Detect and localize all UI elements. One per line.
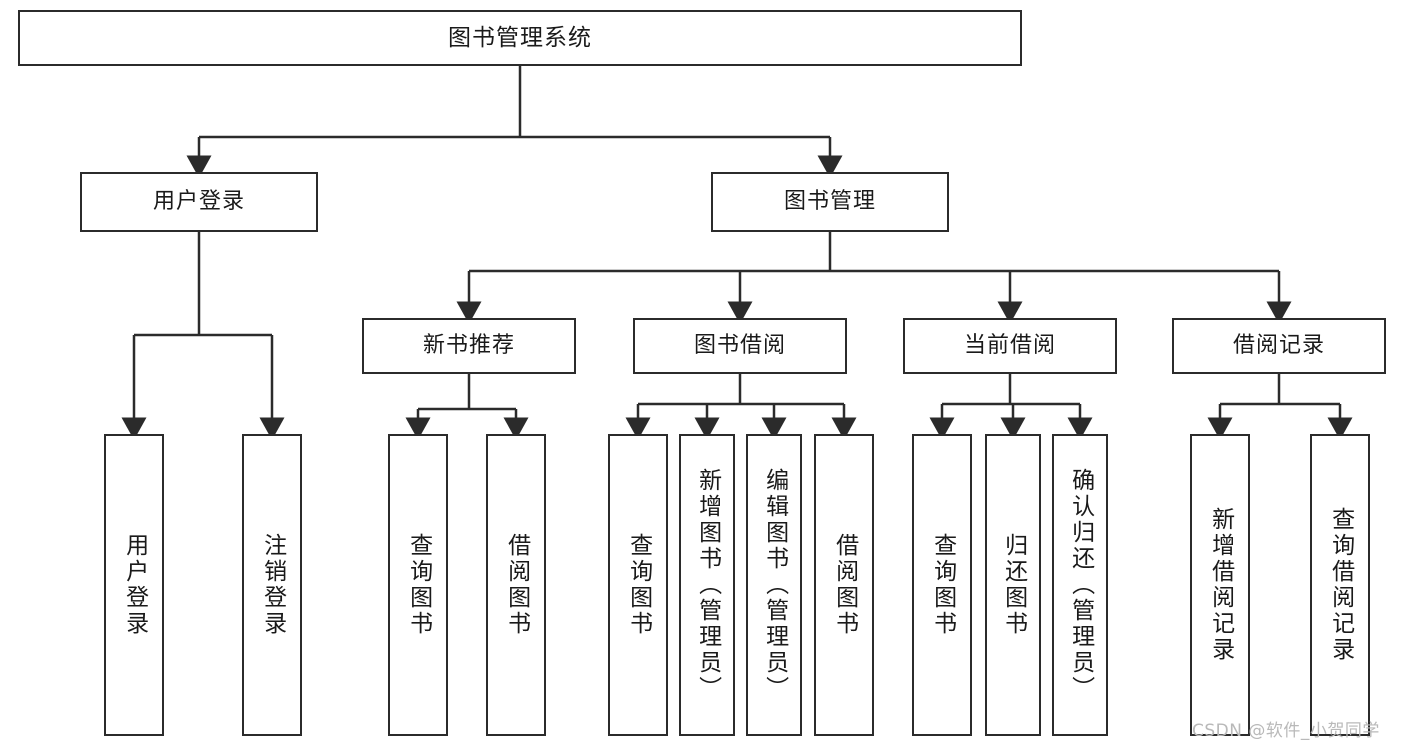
node-leaf-user-login-label: 用户登录 bbox=[121, 533, 148, 637]
node-current-borrow-label: 当前借阅 bbox=[963, 333, 1056, 359]
node-book-manage[interactable]: 图书管理 bbox=[711, 172, 949, 232]
node-leaf-edit-book-label: 编辑图书（管理员） bbox=[761, 468, 788, 702]
node-user-login[interactable]: 用户登录 bbox=[80, 172, 318, 232]
node-leaf-query-record-label: 查询借阅记录 bbox=[1327, 507, 1354, 663]
node-leaf-borrow-book-1[interactable]: 借阅图书 bbox=[486, 434, 546, 736]
node-leaf-add-book-label: 新增图书（管理员） bbox=[694, 468, 721, 702]
node-book-borrow[interactable]: 图书借阅 bbox=[633, 318, 847, 374]
node-leaf-query-book-2[interactable]: 查询图书 bbox=[608, 434, 668, 736]
node-leaf-confirm-return[interactable]: 确认归还（管理员） bbox=[1052, 434, 1108, 736]
node-borrow-record[interactable]: 借阅记录 bbox=[1172, 318, 1386, 374]
node-leaf-return-book[interactable]: 归还图书 bbox=[985, 434, 1041, 736]
node-leaf-query-book-3-label: 查询图书 bbox=[929, 533, 956, 637]
node-leaf-query-book-2-label: 查询图书 bbox=[625, 533, 652, 637]
node-leaf-add-record-label: 新增借阅记录 bbox=[1207, 507, 1234, 663]
watermark: CSDN @软件_小贺同学 bbox=[1192, 716, 1380, 741]
node-leaf-query-book-3[interactable]: 查询图书 bbox=[912, 434, 972, 736]
node-borrow-record-label: 借阅记录 bbox=[1232, 333, 1325, 359]
node-leaf-query-book-1-label: 查询图书 bbox=[405, 533, 432, 637]
node-leaf-add-book[interactable]: 新增图书（管理员） bbox=[679, 434, 735, 736]
node-leaf-query-book-1[interactable]: 查询图书 bbox=[388, 434, 448, 736]
node-leaf-borrow-book-2[interactable]: 借阅图书 bbox=[814, 434, 874, 736]
node-leaf-user-login[interactable]: 用户登录 bbox=[104, 434, 164, 736]
node-leaf-add-record[interactable]: 新增借阅记录 bbox=[1190, 434, 1250, 736]
node-book-manage-label: 图书管理 bbox=[783, 189, 876, 215]
node-leaf-edit-book[interactable]: 编辑图书（管理员） bbox=[746, 434, 802, 736]
node-leaf-return-book-label: 归还图书 bbox=[1000, 533, 1027, 637]
node-leaf-borrow-book-2-label: 借阅图书 bbox=[831, 533, 858, 637]
node-leaf-query-record[interactable]: 查询借阅记录 bbox=[1310, 434, 1370, 736]
node-root-label: 图书管理系统 bbox=[448, 24, 592, 51]
node-root[interactable]: 图书管理系统 bbox=[18, 10, 1022, 66]
node-new-book-rec-label: 新书推荐 bbox=[422, 333, 515, 359]
node-new-book-rec[interactable]: 新书推荐 bbox=[362, 318, 576, 374]
node-user-login-label: 用户登录 bbox=[152, 189, 245, 215]
node-leaf-borrow-book-1-label: 借阅图书 bbox=[503, 533, 530, 637]
watermark-text: CSDN @软件_小贺同学 bbox=[1192, 721, 1380, 741]
node-leaf-confirm-return-label: 确认归还（管理员） bbox=[1067, 468, 1094, 702]
node-leaf-logout-label: 注销登录 bbox=[259, 533, 286, 637]
node-current-borrow[interactable]: 当前借阅 bbox=[903, 318, 1117, 374]
node-book-borrow-label: 图书借阅 bbox=[693, 333, 786, 359]
node-leaf-logout[interactable]: 注销登录 bbox=[242, 434, 302, 736]
